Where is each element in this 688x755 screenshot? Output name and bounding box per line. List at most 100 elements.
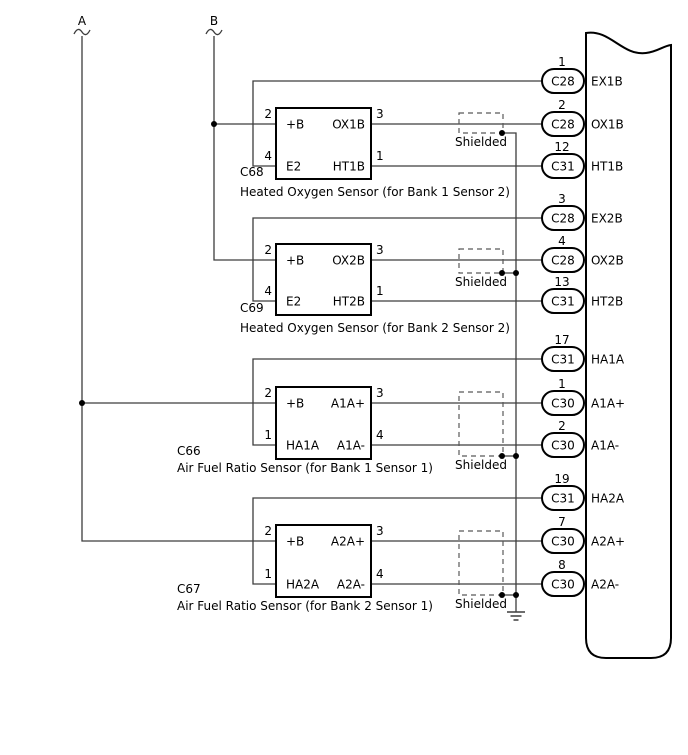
terminal-pin-number: 12 xyxy=(554,140,569,154)
shield-label: Shielded xyxy=(455,458,507,472)
connector-oval xyxy=(541,288,585,314)
ecu-terminal-row: 8 C30 A2A- xyxy=(541,558,619,597)
sensor-description: Air Fuel Ratio Sensor (for Bank 1 Sensor… xyxy=(177,461,433,475)
c69-e2-to-ex2b-wire xyxy=(252,217,542,302)
pin-number: 1 xyxy=(376,284,384,298)
pin-number: 3 xyxy=(376,107,384,121)
pin-number: 4 xyxy=(264,149,272,163)
sensor-block-c67: 2 1 3 4 +B HA2A A2A+ A2A- C67 Air Fuel R… xyxy=(177,497,542,613)
shield-dashed-box xyxy=(458,530,504,596)
connector-code: C31 xyxy=(551,353,575,367)
sensor-block-c68: 2 4 3 1 +B E2 OX1B HT1B C68 Heated Oxyge… xyxy=(240,80,542,199)
connector-code: C30 xyxy=(551,578,575,592)
terminal-pin-number: 17 xyxy=(554,333,569,347)
shield-dashed-box xyxy=(458,391,504,457)
c68-e2-to-ex1b-wire xyxy=(252,80,542,167)
connector-code: C28 xyxy=(551,212,575,226)
sensor-box xyxy=(275,386,372,460)
bus-a-wire xyxy=(81,36,276,542)
sensor-connector-code: C68 xyxy=(240,165,264,179)
sensor-connector-code: C66 xyxy=(177,444,201,458)
connector-code: C31 xyxy=(551,492,575,506)
connector-oval xyxy=(541,153,585,179)
shield-drain xyxy=(502,132,525,621)
pin-label: +B xyxy=(286,118,304,132)
connector-oval xyxy=(541,432,585,458)
terminal-pin-number: 1 xyxy=(558,55,566,69)
sensor-block-c66: 2 1 3 4 +B HA1A A1A+ A1A- C66 Air Fuel R… xyxy=(177,358,542,475)
connector-code: C31 xyxy=(551,295,575,309)
terminal-pin-number: 4 xyxy=(558,234,566,248)
junction-dot xyxy=(211,121,217,127)
ecu-terminal-row: 1 C28 EX1B xyxy=(541,55,623,94)
terminal-pin-number: 3 xyxy=(558,192,566,206)
shield-drain-wire xyxy=(502,132,517,612)
connector-oval xyxy=(541,247,585,273)
ecu-terminal-row: 7 C30 A2A+ xyxy=(541,515,625,554)
pin-label: HA2A xyxy=(286,578,320,592)
shield-dashed-box xyxy=(458,112,504,134)
shield-box-ox2b: Shielded xyxy=(455,248,519,289)
pin-number: 2 xyxy=(264,386,272,400)
terminal-pin-number: 2 xyxy=(558,98,566,112)
pin-label: A1A+ xyxy=(331,397,365,411)
terminal-pin-number: 13 xyxy=(554,275,569,289)
terminal-signal-label: HA2A xyxy=(591,492,625,506)
pin-number: 4 xyxy=(264,284,272,298)
sensor-description: Heated Oxygen Sensor (for Bank 2 Sensor … xyxy=(240,321,510,335)
terminal-signal-label: EX2B xyxy=(591,212,623,226)
pin-number: 2 xyxy=(264,243,272,257)
pin-number: 4 xyxy=(376,567,384,581)
shield-box-a1a: Shielded xyxy=(455,391,519,472)
pin-label: E2 xyxy=(286,295,301,309)
pin-number: 1 xyxy=(376,149,384,163)
ecu-body xyxy=(585,31,672,659)
connector-code: C28 xyxy=(551,75,575,89)
pin-label: E2 xyxy=(286,160,301,174)
shield-label: Shielded xyxy=(455,135,507,149)
sensor-connector-code: C67 xyxy=(177,582,201,596)
terminal-pin-number: 8 xyxy=(558,558,566,572)
terminal-pin-number: 19 xyxy=(554,472,569,486)
ecu-terminal-row: 19 C31 HA2A xyxy=(541,472,625,511)
junction-dot xyxy=(79,400,85,406)
junction-dot xyxy=(499,453,505,459)
terminal-signal-label: HT2B xyxy=(591,295,623,309)
shield-dashed-box xyxy=(458,248,504,274)
connector-oval xyxy=(541,485,585,511)
ecu-terminal-row: 13 C31 HT2B xyxy=(541,275,623,314)
sensor-description: Air Fuel Ratio Sensor (for Bank 2 Sensor… xyxy=(177,599,433,613)
pin-number: 3 xyxy=(376,243,384,257)
sensor-block-c69: 2 4 3 1 +B E2 OX2B HT2B C69 Heated Oxyge… xyxy=(240,217,542,335)
pin-label: HT2B xyxy=(333,295,365,309)
ecu-terminal-row: 12 C31 HT1B xyxy=(541,140,623,179)
connector-code: C30 xyxy=(551,439,575,453)
terminal-signal-label: A1A- xyxy=(591,439,619,453)
break-symbol-a-icon xyxy=(73,28,91,36)
shield-label: Shielded xyxy=(455,597,507,611)
terminal-signal-label: EX1B xyxy=(591,75,623,89)
terminal-signal-label: OX1B xyxy=(591,118,624,132)
bus-line-b: B xyxy=(205,14,276,261)
connector-oval xyxy=(541,205,585,231)
connector-oval xyxy=(541,346,585,372)
pin-number: 3 xyxy=(376,386,384,400)
terminal-signal-label: A1A+ xyxy=(591,397,625,411)
bus-label-b: B xyxy=(210,14,218,28)
pin-label: HA1A xyxy=(286,439,320,453)
ecu-terminal-row: 1 C30 A1A+ xyxy=(541,377,625,416)
terminal-pin-number: 7 xyxy=(558,515,566,529)
connector-code: C31 xyxy=(551,160,575,174)
connector-oval xyxy=(541,528,585,554)
shield-box-a2a: Shielded xyxy=(455,530,519,611)
pin-number: 2 xyxy=(264,524,272,538)
sensor-box xyxy=(275,524,372,598)
pin-label: A2A+ xyxy=(331,535,365,549)
pin-label: +B xyxy=(286,535,304,549)
pin-label: +B xyxy=(286,397,304,411)
c67-ha2a-wire xyxy=(252,497,542,585)
connector-code: C30 xyxy=(551,535,575,549)
connector-code: C28 xyxy=(551,254,575,268)
shield-box-ox1b: Shielded xyxy=(455,112,507,149)
